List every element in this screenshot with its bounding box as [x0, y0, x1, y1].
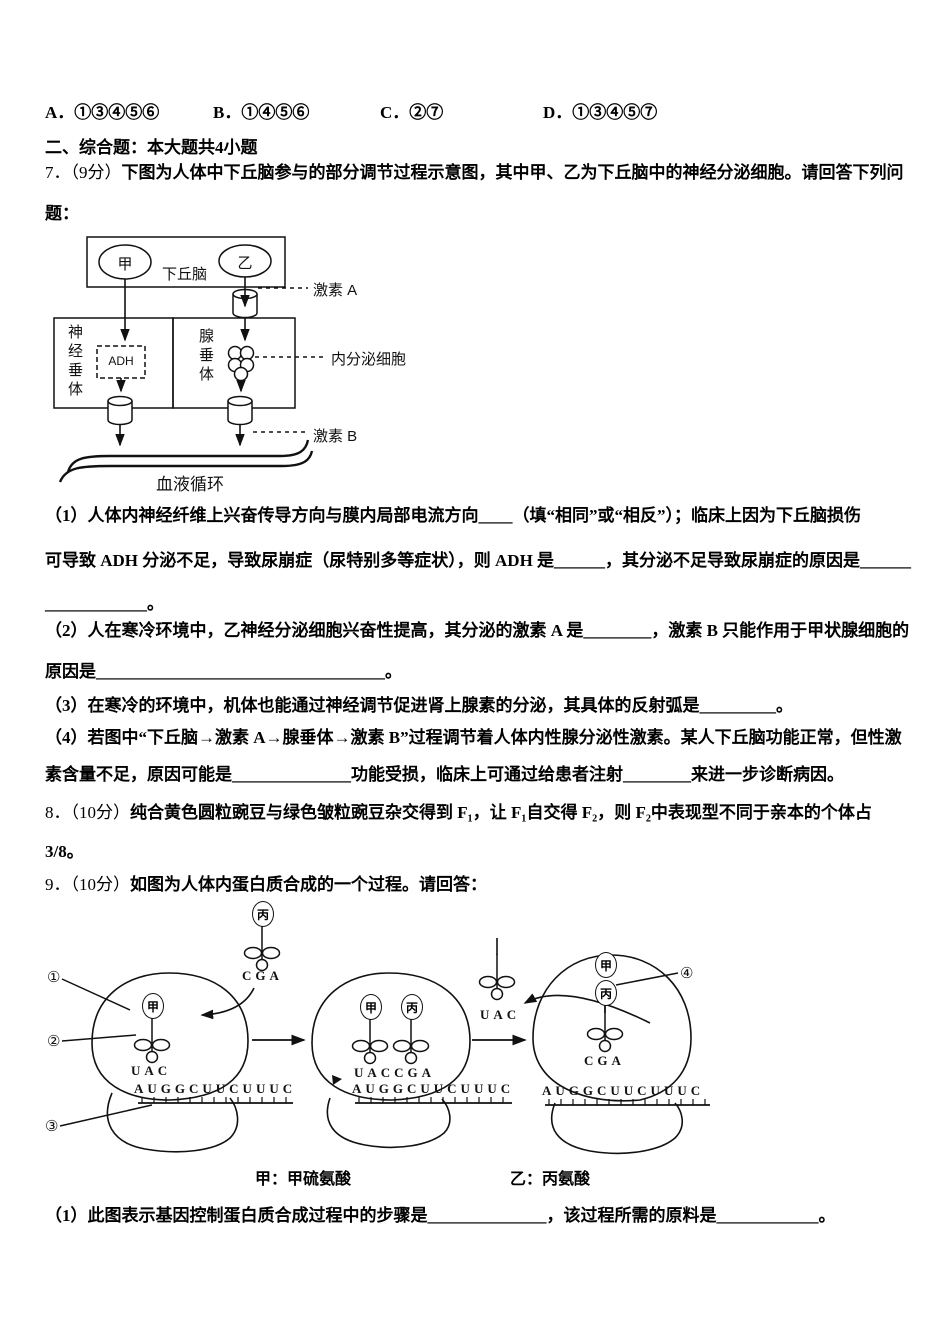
ribosome-1-lower-lobe [106, 1092, 239, 1153]
trna-bing-p2 [392, 1017, 430, 1065]
endocrine-cell-label: 内分泌细胞 [331, 351, 407, 368]
amino-bing-p3: 丙 [595, 980, 617, 1006]
q7-part1-line1: （1）人体内神经纤维上兴奋传导方向与膜内局部电流方向____（填“相同”或“相反… [45, 506, 861, 525]
adh-label: ADH [108, 354, 134, 368]
q8-line1: 8．（10分）纯合黄色圆粒豌豆与绿色皱粒豌豆杂交得到 F₁，让 F₁自交得 F₂… [45, 803, 872, 823]
anticodon-uac-free: UAC [480, 1007, 521, 1022]
anticodon-cga-incoming: CGA [242, 968, 283, 983]
small-pointer [332, 1075, 342, 1085]
mrna-strand-1 [138, 1097, 293, 1104]
amino-jia-p3: 甲 [595, 952, 617, 978]
ribosome-2-lower-lobe [326, 1097, 451, 1149]
trna-jia-p1 [133, 1016, 171, 1064]
q7-part3: （3）在寒冷的环境中，机体也能通过神经调节促进肾上腺素的分泌，其具体的反射弧是_… [45, 696, 793, 715]
amino-jia-p2: 甲 [360, 994, 382, 1020]
q7-part2-line1: （2）人在寒冷环境中，乙神经分泌细胞兴奋性提高，其分泌的激素 A 是______… [45, 621, 910, 640]
amino-bing-incoming: 丙 [252, 901, 274, 927]
ribosome-3-lower-lobe [550, 1102, 683, 1155]
amino-bing-p2: 丙 [401, 994, 423, 1020]
cell-jia-label: 甲 [117, 256, 133, 273]
hypothalamus-label: 下丘脑 [162, 266, 208, 283]
q8-text: 纯合黄色圆粒豌豆与绿色皱粒豌豆杂交得到 F₁，让 F₁自交得 F₂，则 F₂中表… [130, 803, 872, 822]
hormone-b-label: 激素 B [313, 428, 358, 445]
label-2: ② [47, 1034, 61, 1050]
trna-free-empty [478, 953, 516, 1001]
section-header: 二、综合题：本大题共4小题 [45, 138, 258, 157]
q7-part1-line3: ____________。 [45, 594, 164, 613]
number-leader-lines [59, 972, 679, 1127]
endocrine-cell-cluster [227, 345, 255, 382]
label-3: ③ [45, 1119, 59, 1135]
q7-part4-line1: （4）若图中“下丘脑→激素 A→腺垂体→激素 B”过程调节着人体内性腺分泌性激素… [45, 728, 902, 747]
anticodon-cga-p3: CGA [584, 1053, 625, 1068]
trna-bing-incoming [243, 924, 281, 972]
diagram-hypothalamus: 甲 乙 下丘脑 激素 A 神经垂体 ADH 腺垂体 内分泌细胞 激素 B 血液循… [50, 230, 415, 498]
vesicle-cylinders [107, 288, 258, 426]
trna-entry-arrow [200, 987, 255, 1020]
mrna-seq-p2: AUGGCUUCUUUC [352, 1081, 515, 1096]
q7-part4-line2: 素含量不足，原因可能是______________功能受损，临床上可通过给患者注… [45, 765, 844, 784]
option-d: D．①③④⑤⑦ [543, 103, 658, 122]
q9-part1: （1）此图表示基因控制蛋白质合成过程中的步骤是______________，该过… [45, 1206, 836, 1225]
cell-yi-label: 乙 [237, 255, 253, 272]
ribosome-3 [532, 954, 692, 1102]
q7-part2-line2: 原因是__________________________________。 [45, 662, 402, 681]
q7-intro-text: 下图为人体中下丘脑参与的部分调节过程示意图，其中甲、乙为下丘脑中的神经分泌细胞。… [121, 163, 904, 182]
caption-yi: 乙：丙氨酸 [510, 1171, 591, 1188]
trna-jia-p2 [351, 1017, 389, 1065]
diagram-translation: 丙 甲 甲 丙 甲 丙 ① ② ③ ④ CGA UAC AUGGCUUCUUUC… [30, 893, 730, 1165]
diagram2-shapes [59, 924, 710, 1155]
mrna-strand-2 [355, 1097, 512, 1104]
hypothalamus-box [86, 236, 286, 288]
label-4: ④ [680, 966, 694, 982]
adenohypophysis-label: 腺垂体 [197, 328, 214, 385]
hormone-a-label: 激素 A [313, 282, 358, 299]
anticodon-uac-p1: UAC [131, 1063, 172, 1078]
flow-arrows [115, 277, 250, 447]
ribosome-2 [311, 972, 471, 1101]
option-b: B．①④⑤⑥ [213, 103, 310, 122]
q9-number: 9．（10分） [45, 875, 130, 894]
mrna-strand-3 [545, 1099, 710, 1106]
mrna-seq-p1: AUGGCUUCUUUC [134, 1081, 297, 1096]
leader-lines [253, 287, 326, 433]
ribosome-1 [91, 972, 249, 1101]
q8-number: 8．（10分） [45, 803, 130, 822]
blood-circulation-label: 血液循环 [156, 475, 224, 494]
caption-jia: 甲：甲硫氨酸 [255, 1171, 352, 1188]
neurohypophysis-label: 神经垂体 [66, 324, 83, 400]
amino-jia-p1: 甲 [142, 993, 164, 1019]
q7-number: 7．（9分） [45, 163, 122, 182]
anticodon-uaccga-p2: UACCGA [354, 1065, 436, 1080]
q7-part1-line2: 可导致 ADH 分泌不足，导致尿崩症（尿特别多等症状），则 ADH 是_____… [45, 551, 912, 570]
blood-band [58, 439, 314, 483]
q7-intro: 7．（9分）下图为人体中下丘脑参与的部分调节过程示意图，其中甲、乙为下丘脑中的神… [45, 163, 904, 183]
diagram1-shapes [53, 236, 326, 483]
option-a: A．①③④⑤⑥ [45, 103, 160, 122]
mrna-seq-p3: AUGGCUUCUUUC [542, 1083, 705, 1098]
trna-bing-p3 [586, 1005, 624, 1053]
option-c: C．②⑦ [380, 103, 444, 122]
q8-line2: 3/8。 [45, 842, 84, 861]
trna-exit-arrow [523, 993, 651, 1024]
q9-intro: 9．（10分）如图为人体内蛋白质合成的一个过程。请回答： [45, 875, 487, 895]
q7-intro-cont: 题： [45, 204, 79, 223]
label-1: ① [47, 970, 61, 986]
q9-text: 如图为人体内蛋白质合成的一个过程。请回答： [130, 875, 487, 894]
